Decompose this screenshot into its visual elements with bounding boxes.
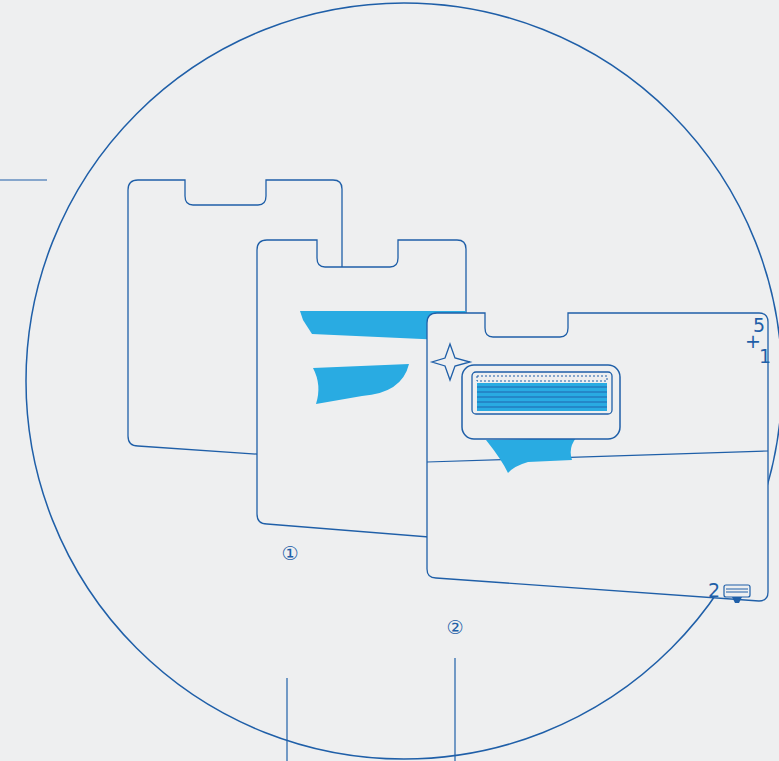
leader-line bbox=[454, 658, 455, 761]
callout-number: ① bbox=[281, 544, 298, 563]
blade-line bbox=[477, 392, 607, 393]
blade-fill bbox=[477, 383, 607, 411]
cartridge-outline bbox=[462, 365, 620, 439]
blade-line bbox=[477, 397, 607, 398]
cartridge-icon bbox=[726, 592, 748, 593]
card-text: 2 bbox=[708, 581, 720, 600]
cartridge-icon bbox=[724, 585, 750, 597]
callout-number: ② bbox=[446, 618, 463, 637]
divider-line bbox=[427, 451, 768, 462]
card-text: + bbox=[745, 332, 761, 351]
handle-shape bbox=[486, 438, 576, 473]
cartridge-frame bbox=[472, 372, 612, 414]
frame-circle bbox=[26, 3, 779, 759]
leader-line bbox=[0, 179, 47, 180]
card-outline bbox=[427, 313, 768, 601]
card-text: 1 bbox=[759, 347, 771, 366]
product-card: 5+12 bbox=[422, 310, 774, 606]
cartridge-icon bbox=[726, 589, 748, 590]
blade-line bbox=[477, 387, 607, 388]
cartridge-icon bbox=[732, 597, 742, 603]
leader-line bbox=[286, 678, 287, 761]
blade-line bbox=[477, 402, 607, 403]
blade-edge bbox=[477, 376, 607, 381]
blade-line bbox=[477, 407, 607, 408]
handle-shape bbox=[313, 364, 409, 404]
card-shape bbox=[422, 310, 774, 606]
